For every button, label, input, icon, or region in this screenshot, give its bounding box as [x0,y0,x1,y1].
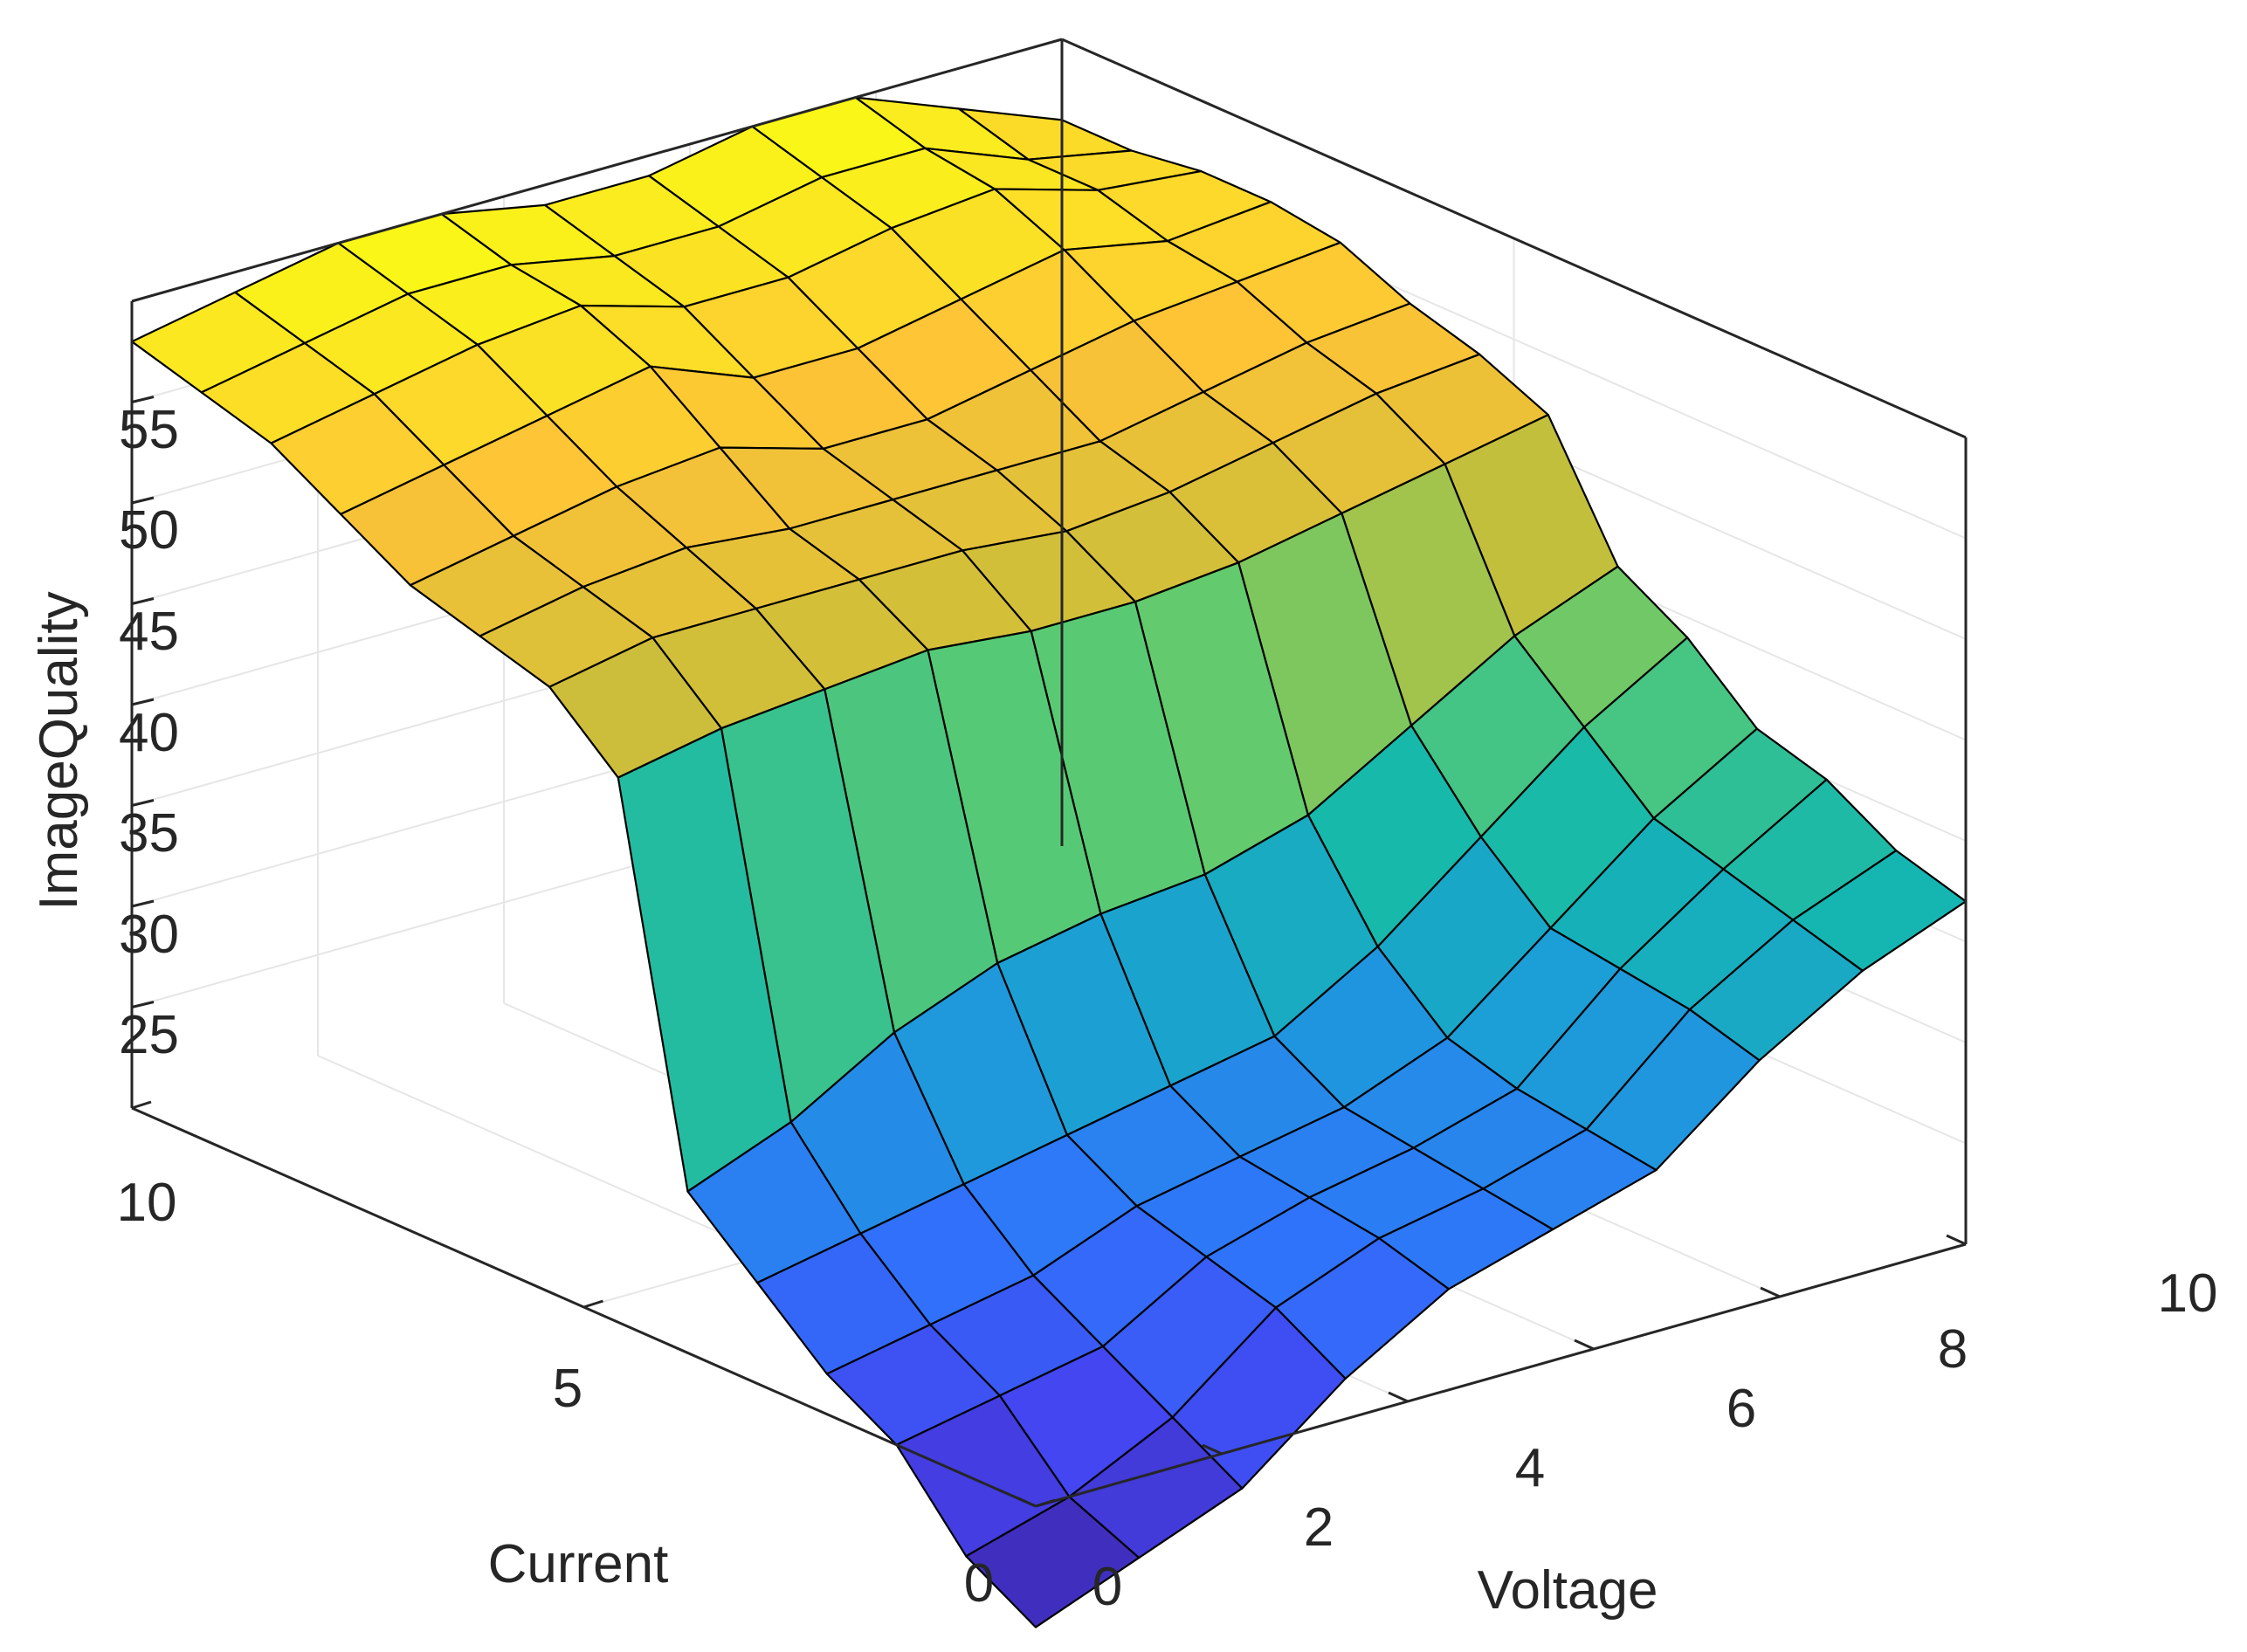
x-tick-label: 4 [1515,1438,1545,1498]
y-tick-label: 5 [553,1359,582,1419]
z-tick-label: 25 [119,1005,179,1065]
y-tick-mark [1035,1498,1056,1508]
z-tick-label: 35 [119,803,179,864]
x-tick-mark [1946,1234,1967,1246]
z-tick-label: 50 [119,500,179,561]
x-tick-label: 2 [1304,1497,1334,1558]
z-tick-mark [131,396,155,403]
z-tick-mark [131,799,155,807]
x-tick-mark [1016,1496,1037,1508]
box-edge [1061,38,1967,439]
z-tick-label: 40 [119,703,179,763]
z-tick-mark [131,597,155,605]
z-tick-mark [131,1001,155,1008]
z-tick-label: 45 [119,602,179,662]
z-tick-label: 30 [119,905,179,965]
z-tick-label: 55 [119,400,179,460]
z-tick-mark [131,899,155,908]
x-tick-label: 10 [2158,1263,2218,1324]
x-tick-label: 6 [1727,1379,1756,1439]
z-tick-mark [131,496,155,505]
y-tick-labels: 0 5 10 [117,1173,995,1614]
z-axis-label: ImageQuality [29,591,89,910]
y-tick-mark [583,1299,603,1309]
y-axis-label: Current [488,1534,669,1594]
y-tick-label: 10 [117,1173,177,1233]
x-axis-line [1035,1242,1967,1508]
y-tick-mark [131,1100,152,1110]
x-tick-mark [1202,1443,1223,1456]
z-tick-mark [131,698,155,706]
x-tick-label: 8 [1938,1319,1968,1380]
box-edge [131,38,1063,303]
axes-layer [130,38,1968,1508]
z-tick-labels: 25 30 35 40 45 50 55 [119,400,179,1065]
x-tick-label: 0 [1092,1557,1122,1617]
surface-layer [130,96,1968,1628]
x-tick-mark [1574,1339,1595,1351]
x-tick-mark [1760,1286,1781,1298]
x-axis-label: Voltage [1478,1560,1658,1621]
x-tick-labels: 0 2 4 6 8 10 [1092,1263,2218,1617]
y-tick-label: 0 [964,1553,994,1614]
x-tick-mark [1388,1391,1409,1403]
